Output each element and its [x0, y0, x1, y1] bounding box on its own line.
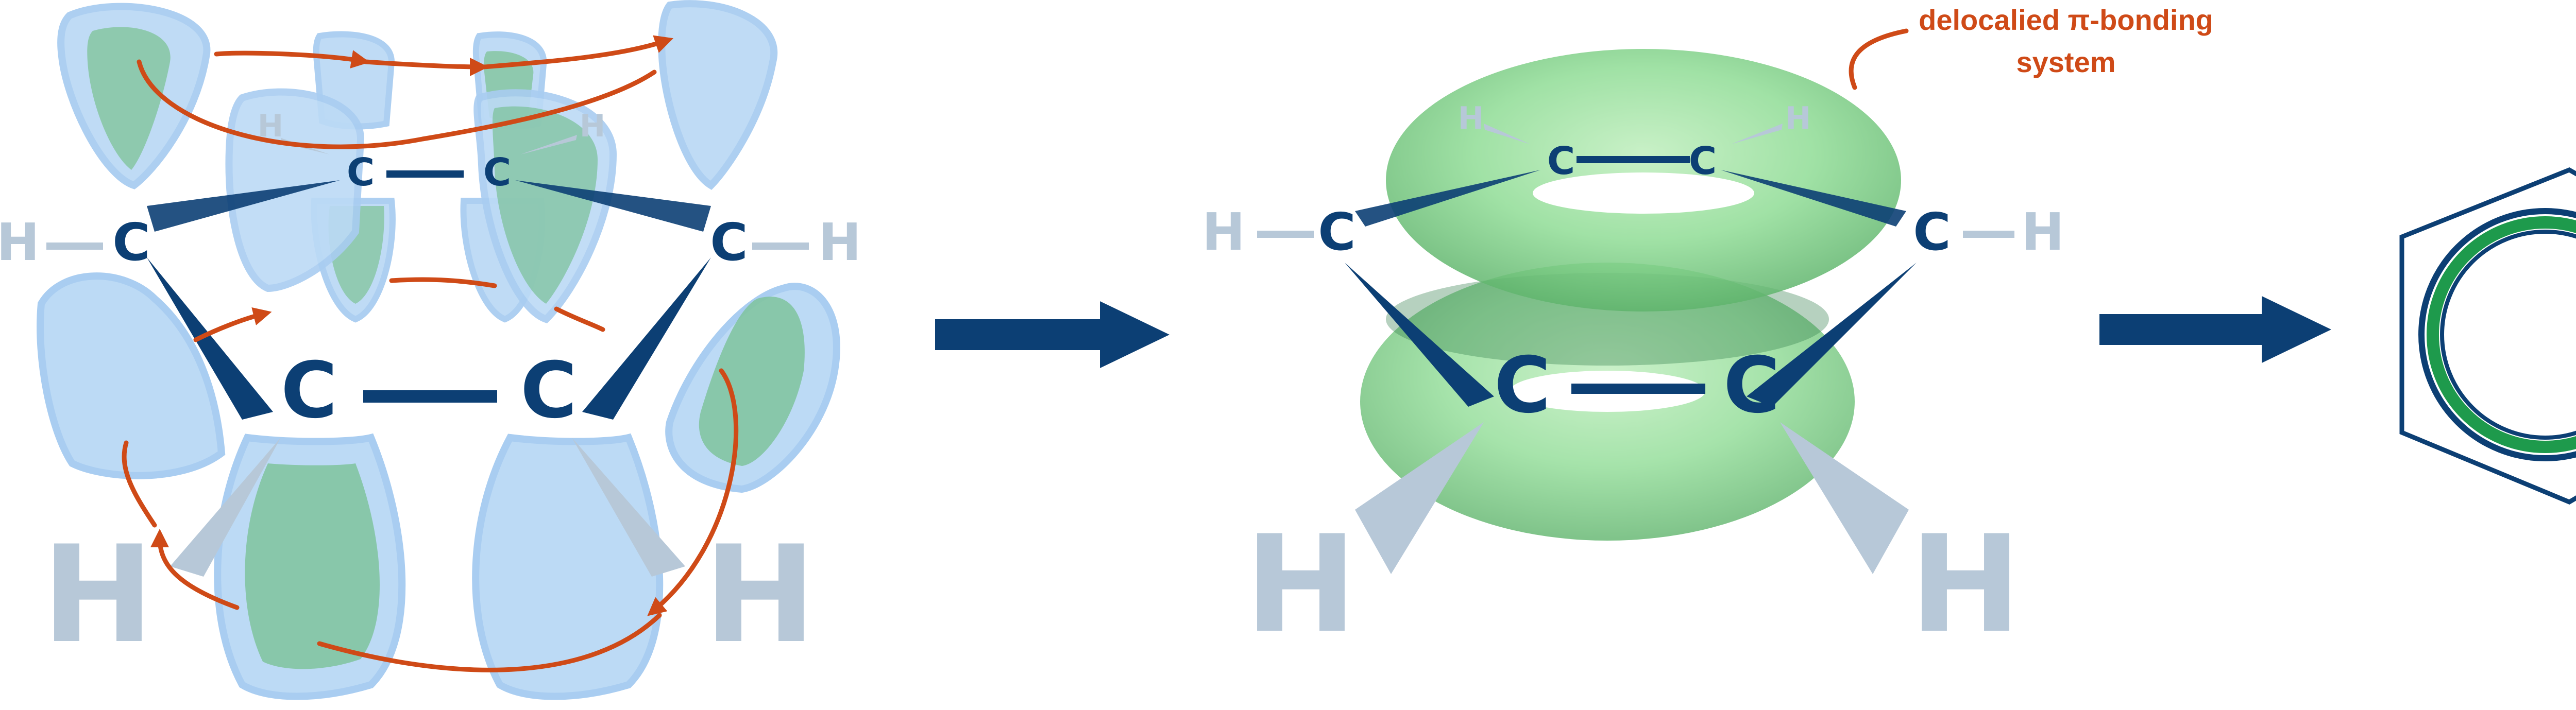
torus-hole	[1533, 172, 1754, 214]
hydrogen-atom: H	[1202, 202, 1245, 262]
hashed-bond	[520, 135, 577, 154]
annotation-label: delocalied π-bonding	[1919, 4, 2213, 36]
hydrogen-atom: H	[704, 517, 816, 673]
carbon-atom: C	[112, 212, 150, 272]
carbon-atom: C	[1723, 341, 1780, 430]
p-orbital-panel: C C C C C C H H H H H H	[0, 0, 861, 700]
hashed-bond	[1780, 422, 1909, 574]
hydrogen-atom: H	[1458, 100, 1484, 136]
wedge-bond	[515, 180, 711, 232]
p-orbital-lobe	[37, 272, 226, 479]
reaction-arrow	[935, 301, 1170, 368]
carbon-atom: C	[520, 346, 577, 436]
annotation-leader	[1849, 28, 1909, 90]
carbon-atom: C	[281, 346, 337, 436]
hashed-bond	[1731, 124, 1783, 144]
arrow-shaft	[935, 319, 1110, 350]
annotation-label: system	[2016, 46, 2115, 78]
reaction-arrow	[2099, 296, 2331, 363]
carbon-atom: C	[1689, 139, 1717, 183]
wedge-bond	[1355, 170, 1540, 227]
benzene-hexagon	[2399, 167, 2576, 505]
wedge-bond	[1747, 263, 1917, 407]
electron-flow-arrow	[193, 307, 272, 342]
panel1-atoms: C C C C C C H H H H H H	[0, 108, 861, 673]
hydrogen-atom: H	[818, 212, 861, 272]
electron-flow-arrow	[122, 440, 157, 528]
carbon-atom: C	[1547, 139, 1575, 183]
electron-flow-arrow	[389, 277, 497, 288]
wedge-bond	[582, 257, 711, 420]
electron-flow-arrow	[554, 306, 605, 332]
carbon-atom: C	[1494, 341, 1551, 430]
arrow-head	[2262, 296, 2331, 363]
hydrogen-atom: H	[580, 108, 605, 144]
carbon-atom: C	[1913, 202, 1951, 262]
wedge-bond	[147, 257, 273, 420]
electron-flow-arrow	[214, 50, 370, 68]
benzene-symbol	[2399, 167, 2576, 505]
electron-flow-arrows	[122, 35, 739, 672]
arrow-shaft	[2099, 314, 2269, 345]
hashed-bond	[572, 438, 685, 577]
pi-cloud-panel: C C C C C C H H H H H H delocalied π-bon…	[1202, 4, 2213, 663]
carbon-atom: C	[483, 150, 511, 195]
electron-flow-arrow	[647, 368, 739, 616]
carbon-atom: C	[1318, 202, 1355, 262]
p-orbital-lobe	[472, 433, 664, 700]
hydrogen-atom: H	[1909, 507, 2022, 663]
aromatic-ring-outer	[2418, 208, 2576, 461]
hydrogen-atom: H	[1785, 100, 1811, 136]
aromatic-ring-inner	[2440, 230, 2576, 440]
arrow-head	[1100, 301, 1170, 368]
electron-flow-arrow	[137, 59, 657, 149]
hydrogen-atom: H	[0, 212, 40, 272]
electron-flow-arrow	[482, 35, 674, 70]
phase-lobe	[245, 463, 380, 669]
electron-flow-arrow	[363, 57, 488, 76]
phase-lobe	[699, 297, 805, 466]
back-p-orbitals	[57, 0, 778, 323]
aromatic-ring	[2427, 216, 2576, 453]
hashed-bond	[170, 438, 281, 577]
phase-lobe	[492, 106, 598, 304]
carbon-atom: C	[710, 212, 748, 272]
hydrogen-atom: H	[42, 517, 154, 673]
hashed-bond	[1355, 422, 1484, 574]
electron-flow-arrow	[317, 613, 662, 672]
wedge-bond	[1345, 263, 1494, 407]
middle-p-orbitals	[225, 88, 617, 324]
p-orbital-lobe	[658, 0, 778, 190]
front-bonds	[147, 257, 711, 577]
far-bonds	[46, 135, 809, 250]
hydrogen-atom: H	[2021, 202, 2064, 262]
electron-flow-arrow	[150, 529, 240, 610]
hydrogen-atom: H	[1245, 507, 1357, 663]
wedge-bond	[1721, 170, 1906, 227]
wedge-bond	[147, 180, 340, 232]
hashed-bond	[1484, 124, 1530, 144]
carbon-atom: C	[347, 150, 375, 195]
phase-lobe	[87, 27, 171, 170]
